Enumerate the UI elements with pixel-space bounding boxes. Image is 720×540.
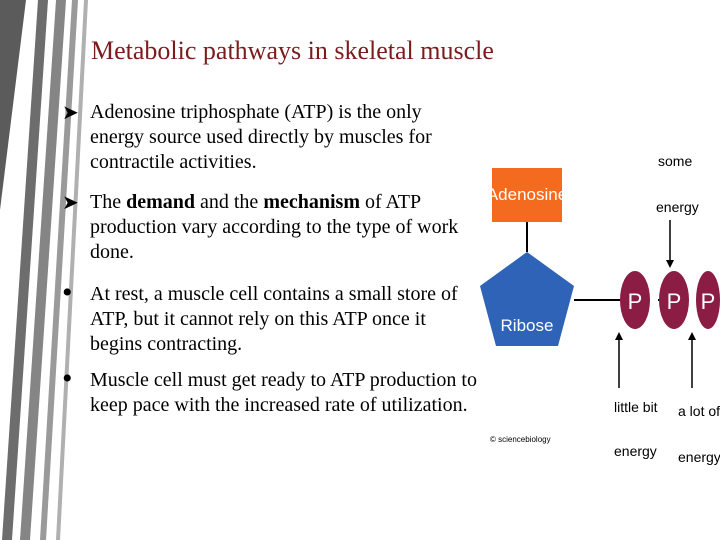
- arrow-bullet-icon: ➤: [62, 100, 79, 124]
- dot-bullet-icon: •: [62, 362, 73, 395]
- phosphate-circle: [696, 271, 720, 329]
- some-energy-label: some: [658, 153, 692, 169]
- little-bit-energy-label: little bit: [614, 399, 658, 415]
- phosphate-label: P: [701, 289, 716, 314]
- bold-term-mechanism: mechanism: [263, 191, 360, 213]
- decorative-stripes: [0, 0, 88, 540]
- adenosine-box: [492, 168, 562, 222]
- ribose-pentagon: [480, 252, 574, 346]
- bullet-text: Muscle cell must get ready to ATP produc…: [90, 369, 477, 416]
- bullet-text: The demand and the mechanism of ATP prod…: [90, 191, 459, 263]
- phosphate-label: P: [667, 289, 682, 314]
- ribose-label: Ribose: [501, 316, 554, 335]
- little-bit-energy-label: energy: [614, 443, 657, 459]
- bullet-text: At rest, a muscle cell contains a small …: [90, 283, 458, 355]
- atp-structure-diagram: Adenosine Ribose P P P some energy littl…: [480, 153, 720, 465]
- copyright-text: © sciencebiology: [490, 435, 551, 444]
- alot-energy-label: energy: [678, 449, 720, 465]
- bold-term-demand: demand: [126, 191, 195, 213]
- alot-energy-label: a lot of: [678, 403, 720, 419]
- dot-bullet-icon: •: [62, 276, 73, 309]
- phosphate-circle: [659, 271, 689, 329]
- some-energy-label: energy: [656, 199, 699, 215]
- adenosine-label: Adenosine: [487, 185, 567, 204]
- bullet-text: Adenosine triphosphate (ATP) is the only…: [90, 101, 432, 173]
- phosphate-circle: [620, 271, 650, 329]
- arrow-bullet-icon: ➤: [62, 190, 79, 214]
- page-title: Metabolic pathways in skeletal muscle: [91, 36, 494, 65]
- phosphate-label: P: [628, 289, 643, 314]
